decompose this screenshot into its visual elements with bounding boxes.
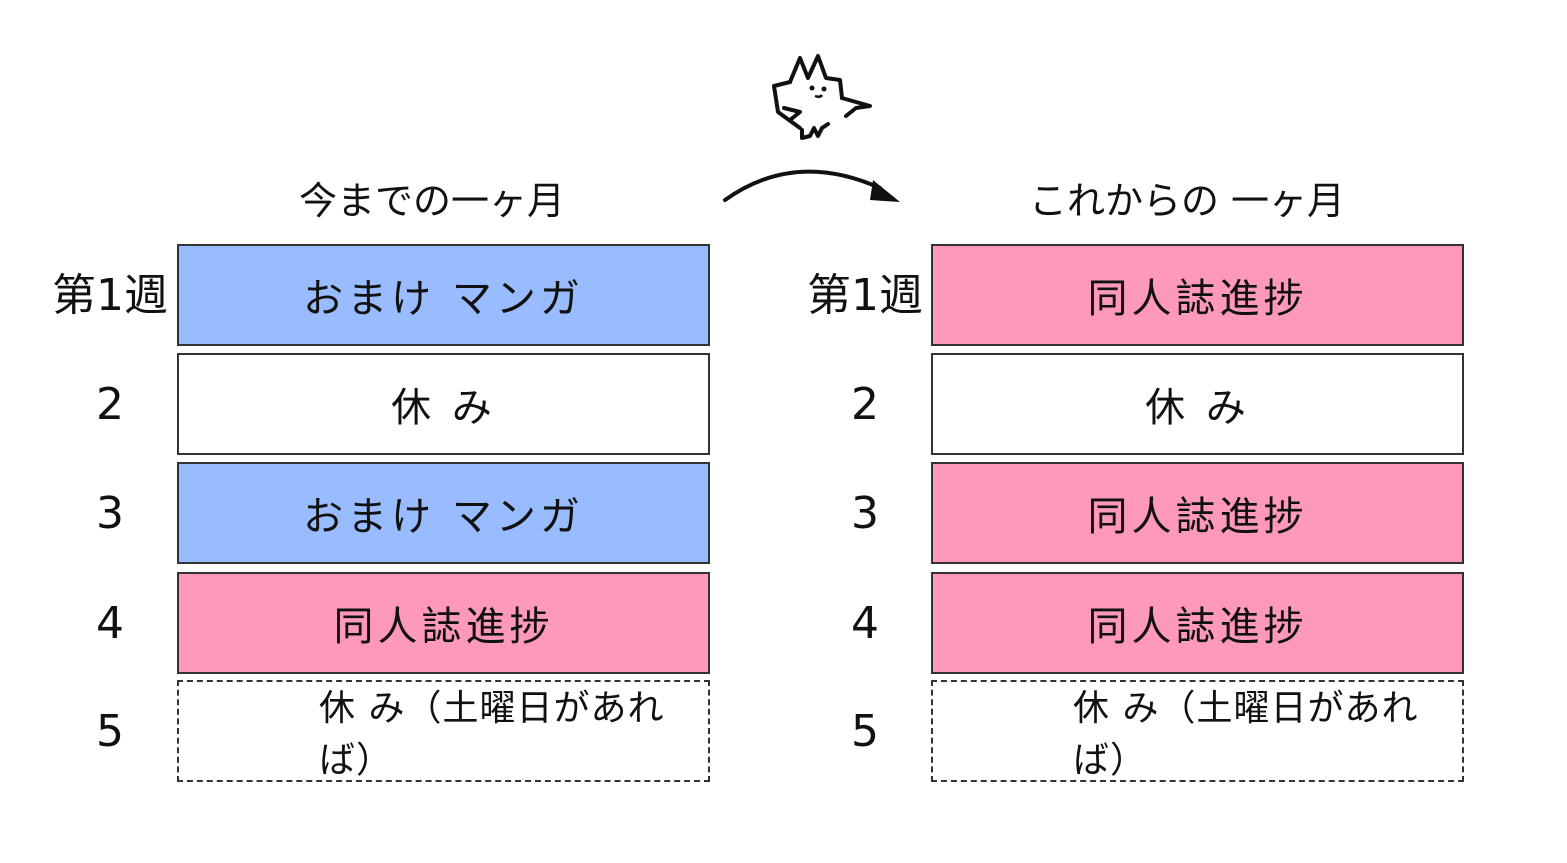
week-label: 4 [851, 598, 879, 649]
week-cell: おまけ マンガ [177, 462, 710, 564]
left-title: 今までの一ヶ月 [298, 179, 565, 223]
week-cell: 同人誌進捗 [177, 572, 710, 674]
arrow-icon [723, 169, 900, 202]
week-cell: 同人誌進捗 [931, 244, 1464, 346]
week-cell: 休 み [931, 353, 1464, 455]
week-cell: おまけ マンガ [177, 244, 710, 346]
week-cell: 休 み（土曜日があれば） [931, 680, 1464, 782]
week-label: 3 [851, 488, 879, 539]
week-label: 4 [96, 598, 124, 649]
week-cell: 同人誌進捗 [931, 572, 1464, 674]
week-cell: 同人誌進捗 [931, 462, 1464, 564]
week-label: 2 [851, 379, 879, 430]
week-label: 3 [96, 488, 124, 539]
week-cell: 休 み [177, 353, 710, 455]
week-label: 2 [96, 379, 124, 430]
week-label: 5 [851, 706, 879, 757]
week-label: 第1週 [807, 270, 923, 321]
week-label: 5 [96, 706, 124, 757]
week-cell: 休 み（土曜日があれば） [177, 680, 710, 782]
week-label: 第1週 [52, 270, 168, 321]
right-title: これからの 一ヶ月 [1028, 179, 1346, 223]
cat-illustration-icon [772, 54, 872, 140]
